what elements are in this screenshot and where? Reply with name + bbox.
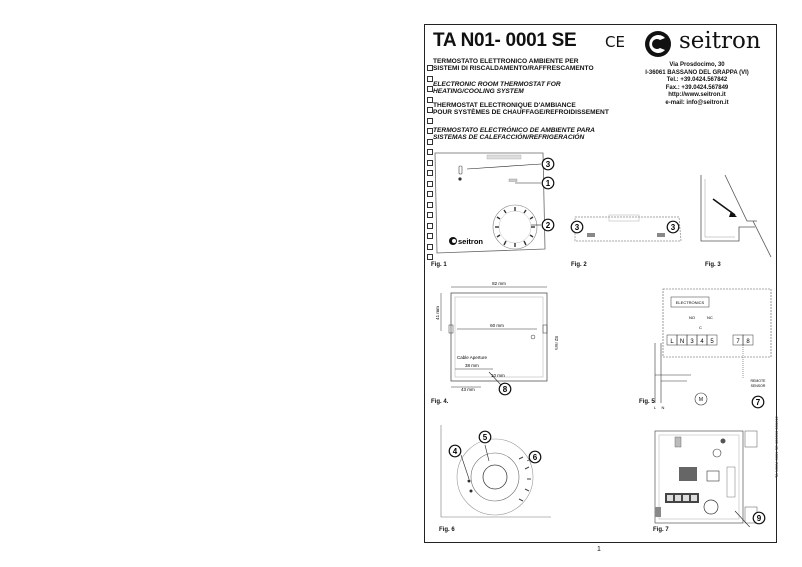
description-italian: TERMOSTATO ELETTRONICO AMBIENTE PER SIST…	[433, 58, 594, 73]
remote-label: REMOTE	[751, 379, 767, 383]
callout-7: 7	[756, 398, 761, 407]
callout-9: 9	[757, 514, 762, 523]
terminal-4: 4	[700, 339, 704, 345]
description-spanish: TERMOSTATO ELECTRÓNICO DE AMBIENTE PARA …	[433, 127, 595, 142]
manual-page: TA N01- 0001 SE CE seitron Via Prosdocim…	[424, 24, 777, 543]
relay-no: NO	[689, 315, 695, 320]
callout-2: 2	[546, 221, 551, 230]
figure-3-side-detail	[700, 174, 772, 258]
page-number: 1	[597, 546, 601, 553]
figure-6-dial-detail: 4 5 6	[440, 425, 551, 518]
language-checkboxes	[427, 65, 433, 265]
dim-width: 82 mm	[492, 281, 506, 286]
address-street: Via Prosdocimo, 30	[669, 62, 725, 68]
figure-1-label: Fig. 1	[431, 262, 447, 268]
terminal-n: N	[680, 339, 684, 345]
line-l: L	[654, 405, 657, 410]
callout-1: 1	[546, 179, 551, 188]
terminal-5: 5	[710, 339, 714, 345]
fig1-logo: seitron	[458, 237, 483, 246]
dim-height-right: 82 mm	[554, 336, 559, 350]
figure-4-mounting-dimensions: 82 mm 41 mm 60 mm 82 mm Cable Aperture 3…	[435, 281, 559, 396]
dim-offset: 43 mm	[461, 387, 475, 392]
terminal-7: 7	[736, 339, 740, 345]
document-code: TA N01M 0001 SE 022830 280612	[774, 416, 779, 478]
brand-name: seitron	[679, 28, 761, 54]
relay-nc: NC	[707, 315, 713, 320]
seitron-logo: seitron	[641, 28, 773, 59]
seitron-swirl-icon	[645, 31, 671, 57]
figure-7-label: Fig. 7	[653, 527, 669, 533]
ce-mark: CE	[605, 33, 625, 51]
desc-en-line1: ELECTRONIC ROOM THERMOSTAT FOR	[433, 81, 561, 88]
cable-dim: 38 mm	[465, 363, 479, 368]
line-n: N	[662, 405, 665, 410]
description-french: THERMOSTAT ELECTRONIQUE D'AMBIANCE POUR …	[433, 102, 609, 117]
address-email: e-mail: info@seitron.it	[665, 99, 729, 106]
terminal-8: 8	[746, 339, 750, 345]
callout-3-fig2-left: 3	[575, 223, 580, 232]
product-title: TA N01- 0001 SE	[433, 30, 577, 51]
desc-es-line2: SISTEMAS DE CALEFACCIÓN/REFRIGERACIÓN	[433, 134, 585, 142]
desc-it-line1: TERMOSTATO ELETTRONICO AMBIENTE PER	[433, 58, 579, 65]
callout-8: 8	[503, 385, 508, 394]
callout-3-fig1: 3	[546, 160, 551, 169]
motor-symbol: M	[699, 397, 703, 403]
callout-4: 4	[453, 447, 458, 456]
figure-1-thermostat-front: seitron 3 1 2	[434, 152, 555, 254]
desc-it-line2: SISTEMI DI RISCALDAMENTO/RAFFRESCAMENTO	[433, 65, 594, 73]
figure-2-label: Fig. 2	[571, 262, 587, 268]
electronics-label: ELECTRONICS	[676, 300, 705, 305]
figure-7-circuit-board: 9	[654, 430, 766, 527]
figure-4-label: Fig. 4.	[431, 399, 449, 405]
description-english: ELECTRONIC ROOM THERMOSTAT FOR HEATING/C…	[433, 81, 561, 96]
dim-inner: 60 mm	[490, 323, 504, 328]
figure-5-label: Fig. 5	[639, 399, 655, 405]
terminal-3: 3	[690, 339, 694, 345]
relay-c: C	[699, 325, 702, 330]
terminal-l: L	[670, 339, 674, 345]
desc-es-line1: TERMOSTATO ELECTRÓNICO DE AMBIENTE PARA	[433, 127, 595, 134]
figure-2-top-view: 3 3	[570, 214, 682, 242]
sensor-label: SENSOR	[751, 384, 766, 388]
dim-bottom: 10 mm	[491, 373, 505, 378]
figure-6-label: Fig. 6	[439, 527, 455, 533]
cable-aperture-label: Cable Aperture	[457, 355, 488, 360]
desc-en-line2: HEATING/COOLING SYSTEM	[433, 88, 524, 96]
address-fax: Fax.: +39.0424.567849	[665, 84, 729, 91]
company-address: Via Prosdocimo, 30 I-36061 BASSANO DEL G…	[627, 62, 767, 108]
callout-5: 5	[483, 433, 488, 442]
address-tel: Tel.: +39.0424.567842	[666, 77, 728, 84]
dim-height-left: 41 mm	[435, 306, 440, 320]
figure-3-label: Fig. 3	[705, 262, 721, 268]
desc-fr-line1: THERMOSTAT ELECTRONIQUE D'AMBIANCE	[433, 102, 576, 109]
callout-3-fig2-right: 3	[671, 223, 676, 232]
callout-6: 6	[533, 453, 538, 462]
desc-fr-line2: POUR SYSTÈMES DE CHAUFFAGE/REFROIDISSEME…	[433, 109, 609, 117]
address-web: http://www.seitron.it	[668, 92, 726, 99]
address-city: I-36061 BASSANO DEL GRAPPA (VI)	[645, 69, 749, 76]
